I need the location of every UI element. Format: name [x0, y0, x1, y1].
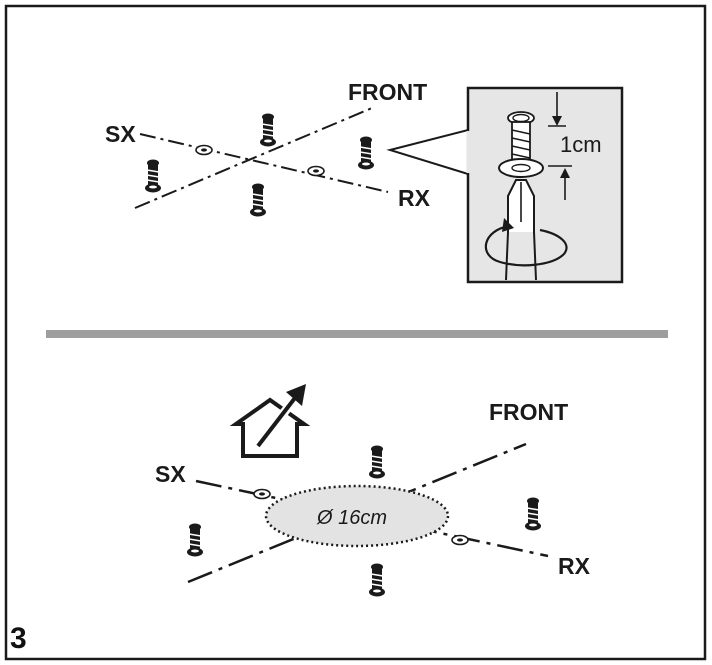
- bottom-label-sx: SX: [155, 461, 186, 487]
- hole-diameter-label: Ø 16cm: [316, 507, 387, 529]
- top-label-front: FRONT: [348, 79, 427, 105]
- ceiling-hole: [264, 484, 450, 548]
- top-front-axis: [134, 107, 373, 209]
- house-exhaust-icon: [229, 384, 311, 458]
- top-layout: FRONT SX RX: [105, 79, 431, 218]
- top-washer-left: [195, 144, 213, 156]
- inset-detail: 1cm: [466, 86, 624, 284]
- bottom-layout: Ø 16cm FRONT SX RX: [155, 384, 591, 598]
- section-divider: [46, 330, 668, 338]
- step-number: 3: [10, 622, 27, 655]
- top-washer-right: [307, 165, 325, 177]
- rotation-arrow-icon: [484, 224, 568, 267]
- bottom-label-front: FRONT: [489, 399, 568, 425]
- inset-box: [466, 86, 624, 284]
- top-side-axis: [139, 133, 389, 193]
- bottom-washer-right: [451, 534, 469, 546]
- top-label-sx: SX: [105, 121, 136, 147]
- bottom-washer-left: [253, 488, 271, 500]
- top-label-rx: RX: [398, 185, 431, 211]
- bottom-label-rx: RX: [558, 553, 591, 579]
- inset-distance-label: 1cm: [560, 132, 602, 157]
